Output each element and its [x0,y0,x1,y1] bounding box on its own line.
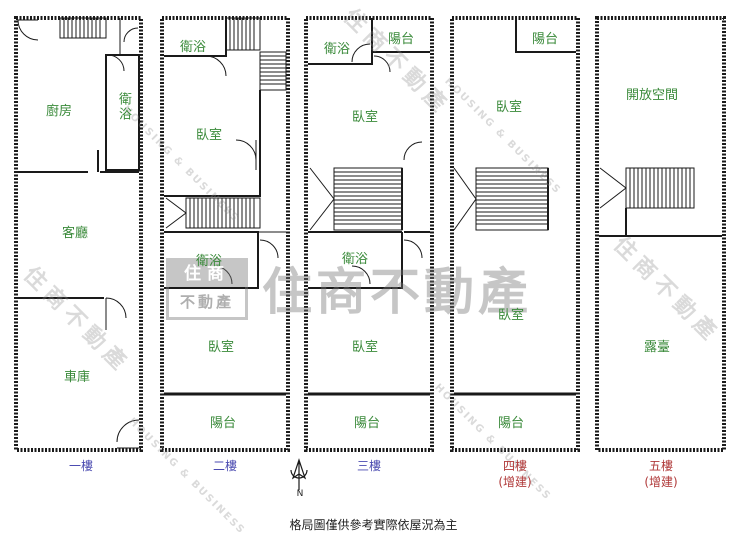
disclaimer-note: 格局圖僅供參考實際依屋況為主 [289,518,458,532]
room-balcony-front: 陽台 [388,32,415,47]
room-garage: 車庫 [64,370,91,385]
floor-2-plan [160,16,290,452]
company-watermark: 住商不動產 [262,263,532,321]
room-open-space: 開放空間 [626,88,679,103]
room-terrace: 露臺 [644,340,671,355]
room-bedroom-front: 臥室 [352,110,379,125]
room-bedroom-front: 臥室 [196,128,223,143]
room-kitchen: 廚房 [46,104,73,119]
room-living: 客廳 [62,226,89,241]
floor-4-sublabel: (增建) [498,475,532,489]
logo-top: 住商 [169,261,245,287]
room-balcony-back: 陽台 [498,416,525,431]
room-balcony: 陽台 [210,416,237,431]
floor-4-plan [450,16,580,452]
room-bedroom-front: 臥室 [496,100,523,115]
floor-2-label: 二樓 [212,459,237,473]
floor-1-plan [14,16,143,452]
room-balcony-front: 陽台 [532,32,559,47]
room-bath-back: 衛浴 [342,252,369,267]
floor-5-sublabel: (增建) [644,475,678,489]
floor-5-label: 五樓 [648,459,673,473]
floor-5-plan [595,16,726,452]
floor-3-plan [304,16,434,452]
room-balcony-back: 陽台 [354,416,381,431]
room-bath: 衛浴 [116,92,131,122]
logo-bottom: 不動產 [179,293,234,311]
room-bath-back: 衛浴 [196,254,223,269]
room-bedroom-back: 臥室 [208,340,235,355]
floor-1-label: 一樓 [68,459,93,473]
room-bath-front: 衛浴 [180,40,207,55]
room-bath-front: 衛浴 [324,42,351,57]
room-bedroom-back: 臥室 [352,340,379,355]
north-arrow [290,458,308,490]
floor-3-label: 三樓 [356,459,381,473]
north-label: N [296,489,304,499]
room-bedroom-back: 臥室 [498,308,525,323]
floor-4-label: 四樓 [502,459,527,473]
company-logo: 住商 不動產 [166,258,248,320]
